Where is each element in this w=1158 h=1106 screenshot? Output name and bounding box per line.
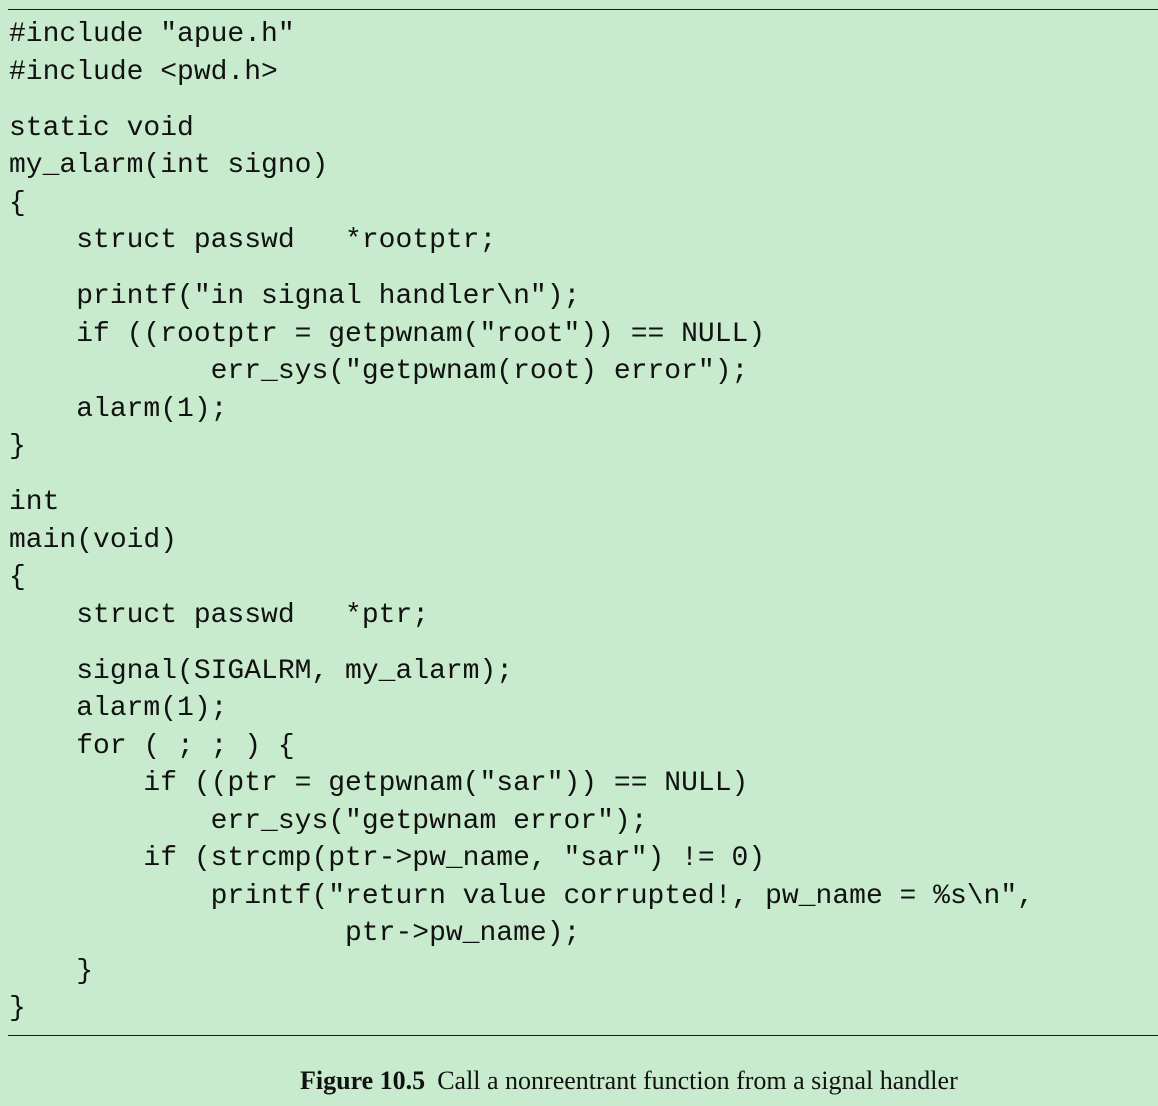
code-line: if ((ptr = getpwnam("sar")) == NULL) [9, 768, 749, 799]
code-line: alarm(1); [9, 693, 228, 724]
code-line: #include "apue.h" [9, 19, 295, 50]
code-line: my_alarm(int signo) [9, 150, 329, 181]
code-line: alarm(1); [9, 393, 228, 425]
code-line: int [9, 487, 60, 518]
code-line: { [9, 562, 26, 593]
code-line: err_sys("getpwnam(root) error"); [9, 356, 749, 387]
code-line: main(void) [9, 524, 178, 556]
code-listing: #include "apue.h" #include <pwd.h> static … [9, 16, 1034, 1028]
figure-caption: Figure 10.5 Call a nonreentrant function … [300, 1066, 958, 1096]
figure-label: Figure 10.5 [300, 1066, 426, 1095]
code-line: static void [9, 112, 194, 144]
bottom-rule [8, 1035, 1158, 1036]
code-line: printf("in signal handler\n"); [9, 281, 581, 312]
code-line: struct passwd *rootptr; [9, 225, 497, 256]
code-line: ptr->pw_name); [9, 918, 581, 949]
code-line: err_sys("getpwnam error"); [9, 805, 648, 837]
code-line: printf("return value corrupted!, pw_name… [9, 880, 1034, 912]
code-line: #include <pwd.h> [9, 56, 278, 88]
code-line: } [9, 993, 26, 1024]
figure-caption-text: Call a nonreentrant function from a sign… [437, 1066, 958, 1095]
code-line: } [9, 431, 26, 462]
top-rule [8, 9, 1158, 10]
code-line: if (strcmp(ptr->pw_name, "sar") != 0) [9, 843, 766, 874]
code-line: if ((rootptr = getpwnam("root")) == NULL… [9, 318, 766, 350]
code-line: { [9, 187, 26, 219]
code-line: for ( ; ; ) { [9, 730, 295, 762]
code-line: signal(SIGALRM, my_alarm); [9, 655, 514, 687]
code-line: struct passwd *ptr; [9, 599, 430, 631]
code-line: } [9, 955, 94, 987]
